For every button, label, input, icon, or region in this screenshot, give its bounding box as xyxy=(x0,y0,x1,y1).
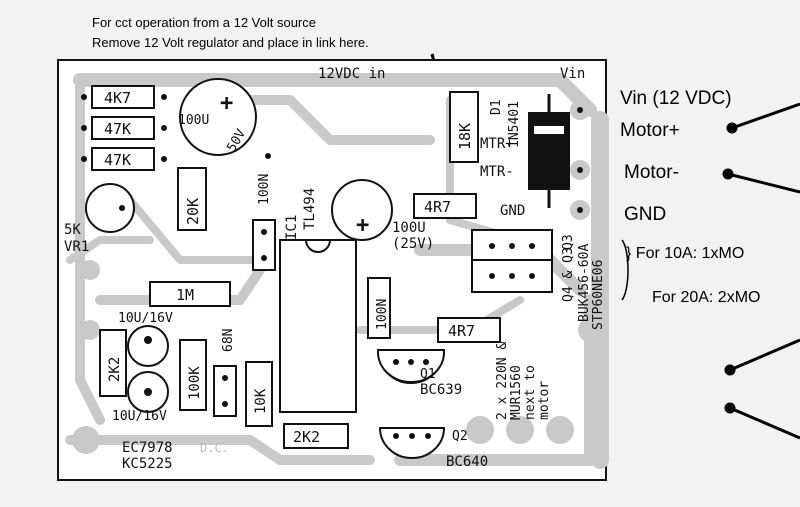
label-100n-a: 100N xyxy=(257,174,272,205)
label-mtr-minus: MTR- xyxy=(480,164,514,180)
capacitor-10u-a xyxy=(127,325,169,367)
resistor-100k: 100K xyxy=(179,339,207,411)
label-gnd: GND xyxy=(500,203,525,219)
ic1-tl494 xyxy=(279,239,357,413)
svg-text:(25V): (25V) xyxy=(392,236,434,252)
svg-text:+: + xyxy=(356,213,369,238)
label-stp60ne06: STP60NE06 xyxy=(591,260,606,330)
capacitor-68n xyxy=(213,365,237,417)
link-pad xyxy=(265,153,271,159)
label-mtr-plus: MTR+ xyxy=(480,136,514,152)
svg-text:BC640: BC640 xyxy=(446,454,488,470)
svg-text:BC639: BC639 xyxy=(420,382,462,398)
label-tl494: TL494 xyxy=(302,188,318,230)
capacitor-100n-a xyxy=(252,219,276,271)
label-68n: 68N xyxy=(221,329,236,352)
svg-text:4R7: 4R7 xyxy=(448,322,475,340)
diode-d1 xyxy=(528,94,570,208)
note-line-1: For cct operation from a 12 Volt source xyxy=(92,15,316,30)
capacitor-10u-b xyxy=(127,371,169,413)
label-diodes-note-1: 2 x 220N & xyxy=(495,342,510,420)
svg-text:Q1: Q1 xyxy=(420,367,436,382)
svg-text:20K: 20K xyxy=(184,198,202,225)
label-diodes-note-2: MUR1560 xyxy=(509,365,524,420)
svg-text:VR1: VR1 xyxy=(64,239,89,255)
label-q4-q3: Q4 & Q3 xyxy=(561,247,576,302)
capacitor-100u-50v: + 100U 50V xyxy=(178,78,257,156)
resistor-18k: 18K xyxy=(449,91,479,163)
resistor-4r7-b: 4R7 xyxy=(437,317,501,343)
side-label-gnd: GND xyxy=(624,204,666,225)
side-label-for-20a: For 20A: 2xMO xyxy=(652,289,760,306)
resistor-4k7: 4K7 xyxy=(81,85,167,109)
label-q3: Q3 xyxy=(561,234,576,250)
svg-text:100K: 100K xyxy=(187,366,203,400)
svg-text:18K: 18K xyxy=(456,123,474,150)
svg-text:Q2: Q2 xyxy=(452,429,468,444)
svg-text:4K7: 4K7 xyxy=(104,89,131,107)
note-line-2: Remove 12 Volt regulator and place in li… xyxy=(92,35,369,50)
resistor-47k-b: 47K xyxy=(81,147,167,171)
resistor-4r7-a: 4R7 xyxy=(413,193,477,219)
label-diodes-note-3: next to xyxy=(523,365,538,420)
resistor-47k-a: 47K xyxy=(81,116,167,140)
svg-text:100U: 100U xyxy=(392,220,426,236)
label-vin: Vin xyxy=(560,66,585,82)
capacitor-100u-25v: + 100U (25V) xyxy=(331,179,434,252)
svg-text:1M: 1M xyxy=(176,286,194,304)
label-12vdc-in: 12VDC in xyxy=(318,66,385,82)
side-label-motor-plus: Motor+ xyxy=(620,120,680,141)
resistor-1m: 1M xyxy=(149,281,231,307)
svg-text:5K: 5K xyxy=(64,222,81,238)
wire-leaders xyxy=(722,102,800,440)
trimpot-vr1: 5K VR1 xyxy=(64,183,135,255)
resistor-10k: 10K xyxy=(245,361,273,427)
side-label-vin: Vin (12 VDC) xyxy=(620,88,732,109)
svg-text:4R7: 4R7 xyxy=(424,198,451,216)
label-diodes-note-4: motor xyxy=(537,381,552,420)
label-1n5401: 1N5401 xyxy=(507,101,522,148)
resistor-2k2-a: 2K2 xyxy=(99,329,127,397)
label-kc5225: KC5225 xyxy=(122,456,173,472)
capacitor-100n-b: 100N xyxy=(367,277,391,339)
label-10u-a: 10U/16V xyxy=(118,311,173,326)
label-10u-b: 10U/16V xyxy=(112,409,167,424)
terminal-pads xyxy=(570,100,590,220)
side-label-for-10a: } For 10A: 1xMO xyxy=(626,245,744,262)
svg-text:47K: 47K xyxy=(104,120,131,138)
resistor-2k2-b: 2K2 xyxy=(283,423,349,449)
svg-text:2K2: 2K2 xyxy=(293,428,320,446)
ghost-text: D.C. xyxy=(200,441,229,455)
label-ic1: IC1 xyxy=(284,215,300,240)
label-ec7978: EC7978 xyxy=(122,440,173,456)
svg-text:47K: 47K xyxy=(104,151,131,169)
svg-text:2K2: 2K2 xyxy=(107,357,123,382)
transistor-q2: Q2 BC640 xyxy=(378,427,488,470)
svg-text:10K: 10K xyxy=(253,388,269,414)
side-label-motor-minus: Motor- xyxy=(624,162,679,183)
svg-text:+: + xyxy=(220,91,233,116)
side-bracket xyxy=(621,239,629,301)
svg-text:100N: 100N xyxy=(375,299,390,330)
resistor-20k: 20K xyxy=(177,167,207,231)
mosfet-q3-q4-footprint xyxy=(471,229,553,293)
label-buk456: BUK456-60A xyxy=(577,244,592,322)
label-d1: D1 xyxy=(489,99,504,115)
transistor-q1: Q1 BC639 xyxy=(376,349,462,398)
svg-text:100U: 100U xyxy=(178,113,209,128)
